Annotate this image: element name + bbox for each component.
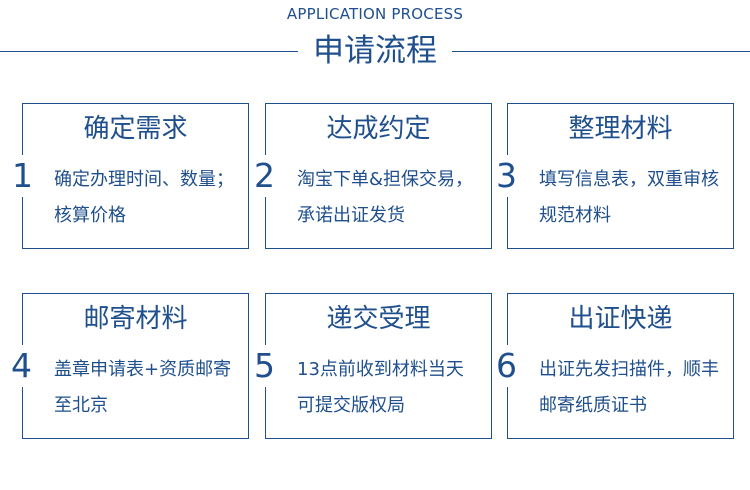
step-title: 确定需求: [83, 114, 188, 144]
step-title: 达成约定: [326, 114, 431, 144]
step-card-5: 递交受理 13点前收到材料当天可提交版权局: [265, 293, 492, 439]
step-number: 1: [12, 156, 33, 195]
step-card-3: 整理材料 填写信息表，双重审核规范材料: [507, 103, 734, 249]
step-number: 5: [254, 346, 275, 385]
step-description: 盖章申请表+资质邮寄至北京: [54, 359, 232, 416]
step-description: 确定办理时间、数量；核算价格: [54, 169, 234, 226]
step-description: 13点前收到材料当天可提交版权局: [297, 359, 464, 416]
step-title: 邮寄材料: [83, 304, 188, 334]
step-number: 6: [496, 346, 517, 385]
step-card-2: 达成约定 淘宝下单&担保交易，承诺出证发货: [265, 103, 492, 249]
header-divider-left: [0, 51, 298, 52]
header-subtitle: APPLICATION PROCESS: [286, 5, 464, 23]
step-title: 递交受理: [326, 304, 431, 334]
step-card-6: 出证快递 出证先发扫描件，顺丰邮寄纸质证书: [507, 293, 734, 439]
step-description: 淘宝下单&担保交易，承诺出证发货: [297, 169, 474, 226]
step-description: 填写信息表，双重审核规范材料: [539, 169, 719, 226]
header-title: 申请流程: [313, 33, 437, 69]
step-title: 出证快递: [568, 304, 673, 334]
step-number: 3: [496, 156, 517, 195]
header-divider-right: [452, 51, 750, 52]
step-card-1: 确定需求 确定办理时间、数量；核算价格: [22, 103, 249, 249]
step-description: 出证先发扫描件，顺丰邮寄纸质证书: [539, 359, 719, 416]
step-card-4: 邮寄材料 盖章申请表+资质邮寄至北京: [22, 293, 249, 439]
step-number: 4: [11, 346, 32, 385]
step-number: 2: [254, 156, 275, 195]
step-title: 整理材料: [568, 114, 673, 144]
